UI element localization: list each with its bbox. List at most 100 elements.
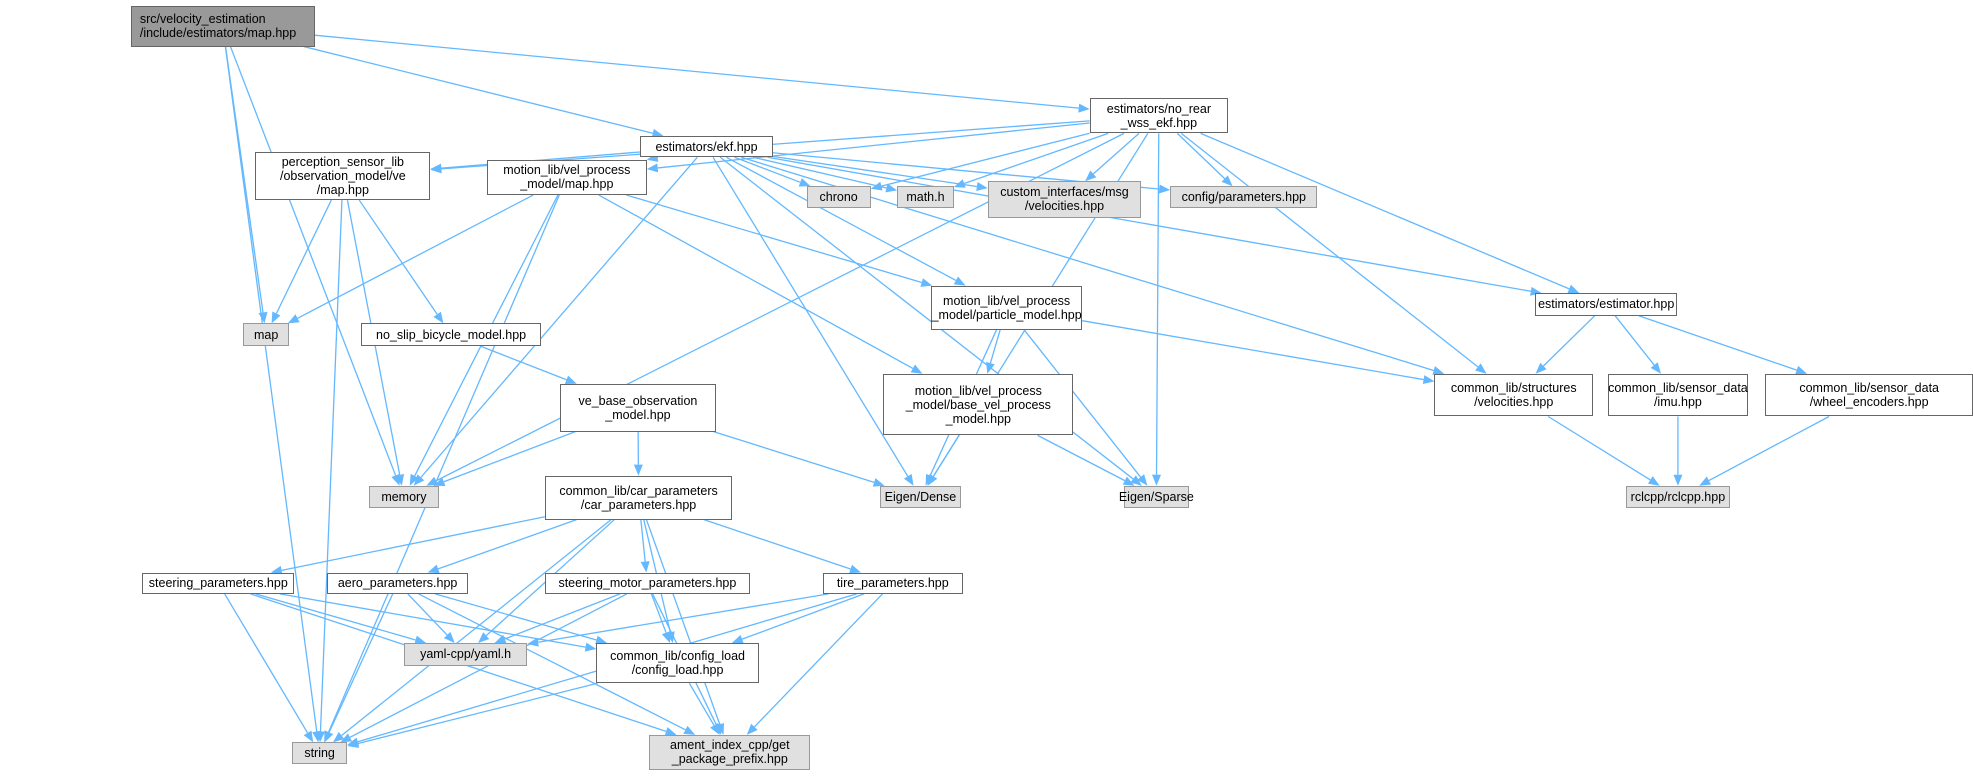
node-label: /config_load.hpp bbox=[631, 663, 724, 678]
node-particle[interactable]: motion_lib/vel_process_model/particle_mo… bbox=[931, 285, 1083, 330]
edge-aero-to-string bbox=[328, 593, 394, 733]
edge-estimator-to-imu bbox=[1614, 315, 1655, 366]
node-label: yaml-cpp/yaml.h bbox=[420, 647, 512, 662]
node-yaml[interactable]: yaml-cpp/yaml.h bbox=[403, 642, 528, 666]
arrowhead-icon bbox=[1673, 474, 1683, 486]
node-configload[interactable]: common_lib/config_load/config_load.hpp bbox=[596, 642, 759, 684]
edge-estimator-to-wheel bbox=[1638, 315, 1797, 371]
arrowhead-icon bbox=[986, 361, 995, 374]
edge-perception-to-noslip bbox=[358, 199, 438, 315]
node-tire[interactable]: tire_parameters.hpp bbox=[822, 572, 963, 594]
arrowhead-icon bbox=[1137, 474, 1148, 486]
edge-particle-to-sparse bbox=[1023, 329, 1142, 478]
node-structures[interactable]: common_lib/structures/velocities.hpp bbox=[1434, 373, 1593, 417]
arrowhead-icon bbox=[1221, 175, 1233, 187]
arrowhead-icon bbox=[1078, 103, 1090, 113]
node-wheel[interactable]: common_lib/sensor_data/wheel_encoders.hp… bbox=[1765, 373, 1973, 417]
node-label: estimators/estimator.hpp bbox=[1538, 297, 1675, 312]
arrowhead-icon bbox=[332, 732, 345, 743]
node-steermotor[interactable]: steering_motor_parameters.hpp bbox=[544, 572, 750, 594]
node-rclcpp[interactable]: rclcpp/rclcpp.hpp bbox=[1625, 485, 1731, 509]
node-label: motion_lib/vel_process bbox=[503, 163, 631, 178]
arrowhead-icon bbox=[651, 128, 664, 138]
node-imu[interactable]: common_lib/sensor_data/imu.hpp bbox=[1608, 373, 1748, 417]
arrowhead-icon bbox=[903, 473, 914, 486]
node-memory[interactable]: memory bbox=[368, 485, 440, 509]
node-label: /imu.hpp bbox=[1653, 395, 1702, 410]
node-ekf[interactable]: estimators/ekf.hpp bbox=[640, 135, 773, 158]
node-label: _model/base_vel_process bbox=[905, 397, 1051, 412]
node-perception[interactable]: perception_sensor_lib/observation_model/… bbox=[255, 152, 431, 201]
edge-steermotor-to-configload bbox=[650, 593, 667, 633]
node-label: custom_interfaces/msg bbox=[1000, 185, 1129, 200]
arrowhead-icon bbox=[953, 179, 966, 188]
arrowhead-icon bbox=[1475, 363, 1487, 374]
edge-norear-to-config bbox=[1176, 132, 1226, 180]
node-main[interactable]: src/velocity_estimation/include/estimato… bbox=[130, 6, 315, 47]
arrowhead-icon bbox=[1422, 375, 1435, 384]
node-math[interactable]: math.h bbox=[897, 186, 954, 208]
arrowhead-icon bbox=[1567, 284, 1580, 294]
arrowhead-icon bbox=[303, 730, 314, 743]
edge-structures-to-rclcpp bbox=[1547, 415, 1651, 481]
node-label: config/parameters.hpp bbox=[1181, 189, 1306, 204]
node-vebase[interactable]: ve_base_observation_model.hpp bbox=[559, 383, 716, 432]
edge-aero-to-ament bbox=[418, 593, 686, 731]
edge-ekf-to-particle bbox=[726, 156, 957, 282]
node-motionmap[interactable]: motion_lib/vel_process_model/map.hpp bbox=[486, 159, 647, 196]
arrowhead-icon bbox=[870, 181, 883, 191]
node-noslip[interactable]: no_slip_bicycle_model.hpp bbox=[361, 323, 542, 347]
arrowhead-icon bbox=[746, 723, 758, 735]
arrowhead-icon bbox=[324, 730, 334, 743]
arrowhead-icon bbox=[1795, 365, 1808, 375]
edge-carparams-to-steermotor bbox=[640, 519, 646, 562]
edge-carparams-to-tire bbox=[703, 519, 851, 570]
node-label: /car_parameters.hpp bbox=[580, 497, 697, 512]
node-string[interactable]: string bbox=[291, 742, 348, 764]
node-ament[interactable]: ament_index_cpp/get_package_prefix.hpp bbox=[649, 734, 811, 771]
edge-norear-to-estimator bbox=[1200, 132, 1570, 290]
arrowhead-icon bbox=[1647, 476, 1660, 486]
edge-carparams-to-aero bbox=[437, 519, 577, 570]
edge-main-to-memory bbox=[229, 46, 397, 476]
arrowhead-icon bbox=[872, 478, 885, 487]
node-label: motion_lib/vel_process bbox=[943, 293, 1071, 308]
arrowhead-icon bbox=[885, 183, 898, 193]
edge-main-to-string bbox=[224, 46, 318, 732]
node-basevel[interactable]: motion_lib/vel_process_model/base_vel_pr… bbox=[883, 373, 1074, 436]
edge-aero-to-yaml bbox=[407, 593, 448, 636]
node-label: _model/map.hpp bbox=[520, 177, 614, 192]
node-label: common_lib/config_load bbox=[610, 649, 745, 664]
node-custom[interactable]: custom_interfaces/msg/velocities.hpp bbox=[987, 181, 1142, 218]
edge-basevel-to-dense bbox=[932, 435, 960, 477]
node-label: _wss_ekf.hpp bbox=[1120, 115, 1198, 130]
node-sparse[interactable]: Eigen/Sparse bbox=[1119, 485, 1194, 509]
node-label: aero_parameters.hpp bbox=[337, 576, 458, 591]
node-aero[interactable]: aero_parameters.hpp bbox=[327, 572, 469, 594]
edge-particle-to-structures bbox=[1082, 320, 1424, 381]
node-label: _model/particle_model.hpp bbox=[931, 307, 1082, 322]
edge-steering-to-yaml bbox=[255, 593, 416, 641]
node-steering[interactable]: steering_parameters.hpp bbox=[142, 572, 295, 594]
node-carparams[interactable]: common_lib/car_parameters/car_parameters… bbox=[544, 475, 733, 520]
node-config[interactable]: config/parameters.hpp bbox=[1170, 186, 1318, 208]
node-chrono[interactable]: chrono bbox=[806, 186, 871, 208]
arrowhead-icon bbox=[976, 182, 988, 191]
arrowhead-icon bbox=[710, 723, 720, 735]
node-label: perception_sensor_lib bbox=[281, 155, 405, 170]
edge-particle-to-basevel bbox=[989, 329, 1001, 364]
arrowhead-icon bbox=[953, 276, 966, 286]
edge-tire-to-ament bbox=[753, 593, 883, 728]
edge-wheel-to-rclcpp bbox=[1708, 415, 1830, 482]
edge-perception-to-map bbox=[275, 199, 332, 314]
edge-steering-to-string bbox=[224, 593, 309, 734]
node-label: memory bbox=[381, 490, 427, 504]
node-map[interactable]: map bbox=[242, 323, 290, 347]
arrowhead-icon bbox=[494, 634, 507, 644]
arrowhead-icon bbox=[1152, 474, 1162, 486]
node-norear[interactable]: estimators/no_rear_wss_ekf.hpp bbox=[1089, 98, 1229, 134]
node-estimator[interactable]: estimators/estimator.hpp bbox=[1535, 293, 1678, 316]
arrowhead-icon bbox=[584, 642, 597, 652]
node-dense[interactable]: Eigen/Dense bbox=[879, 485, 962, 509]
